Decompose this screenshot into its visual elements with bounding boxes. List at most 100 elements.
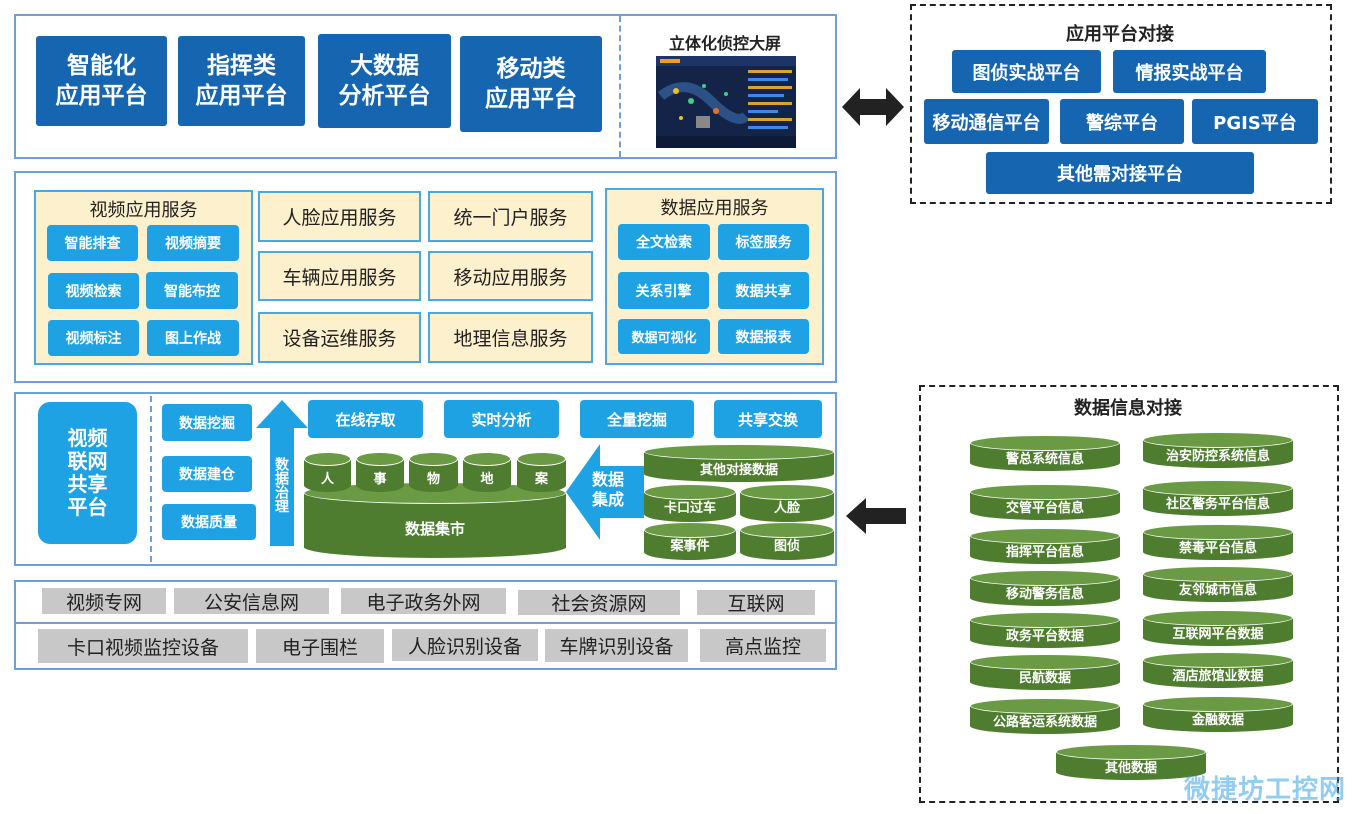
device-e-fence: 电子围栏 (256, 629, 384, 663)
data-item-fulltext[interactable]: 全文检索 (618, 224, 710, 260)
platform-bigdata[interactable]: 大数据 分析平台 (318, 34, 451, 128)
data-mart-label: 数据集市 (404, 520, 465, 538)
network-egov: 电子政务外网 (341, 588, 506, 614)
platform-mobile[interactable]: 移动类 应用平台 (460, 36, 602, 132)
info-left-label: 警总系统信息 (1005, 452, 1084, 467)
dock-item-police-integrated[interactable]: 警综平台 (1060, 99, 1184, 144)
op-realtime-analysis[interactable]: 实时分析 (444, 400, 559, 438)
info-right-label: 友邻城市信息 (1178, 583, 1257, 598)
op-full-mining[interactable]: 全量挖掘 (580, 400, 694, 438)
network-police: 公安信息网 (174, 588, 329, 614)
device-checkpoint-camera: 卡口视频监控设备 (38, 629, 248, 663)
mart-case: 案 (517, 452, 566, 494)
integration-arrow-icon (566, 444, 644, 540)
video-network-platform[interactable]: 视频 联网 共享 平台 (38, 402, 137, 544)
dashboard-image (656, 56, 796, 148)
dock-item-image-investigation[interactable]: 图侦实战平台 (952, 50, 1101, 93)
info-left-label: 移动警务信息 (1005, 587, 1084, 602)
data-service-title: 数据应用服务 (660, 198, 769, 219)
dock-item-pgis[interactable]: PGIS平台 (1192, 99, 1318, 144)
other-data-cylinder: 其他对接数据 (644, 444, 834, 484)
screen-title: 立体化侦控大屏 (668, 34, 781, 53)
platform-command[interactable]: 指挥类 应用平台 (178, 36, 305, 126)
infrastructure-divider (16, 622, 835, 624)
screen-thumbnail (656, 56, 796, 148)
info-right-item: 互联网平台数据 (1143, 610, 1293, 648)
governance-arrow-icon (256, 400, 308, 546)
service-mobile[interactable]: 移动应用服务 (428, 251, 593, 301)
source-case-event: 案事件 (644, 522, 736, 562)
service-geo[interactable]: 地理信息服务 (428, 312, 593, 363)
device-face-recognition: 人脸识别设备 (392, 629, 538, 661)
info-right-label: 金融数据 (1191, 713, 1244, 728)
video-service-title: 视频应用服务 (89, 200, 198, 221)
integration-label: 数据 集成 (591, 470, 624, 509)
network-video: 视频专网 (42, 588, 166, 614)
info-left-item: 政务平台数据 (970, 612, 1120, 650)
data-item-tag[interactable]: 标签服务 (718, 224, 809, 260)
info-right-label: 治安防控系统信息 (1165, 449, 1270, 464)
info-dock-title: 数据信息对接 (1074, 398, 1182, 419)
service-portal[interactable]: 统一门户服务 (428, 191, 593, 242)
top-divider (619, 16, 621, 157)
device-plate-recognition: 车牌识别设备 (545, 629, 688, 662)
op-online-access[interactable]: 在线存取 (308, 400, 423, 438)
service-face[interactable]: 人脸应用服务 (258, 191, 421, 242)
info-left-item: 交管平台信息 (970, 484, 1120, 522)
dock-item-intelligence[interactable]: 情报实战平台 (1113, 50, 1266, 93)
video-item-smart-search[interactable]: 智能排查 (47, 225, 138, 261)
mart-object: 物 (409, 452, 458, 494)
info-other-data: 其他数据 (1056, 744, 1206, 782)
info-right-label: 禁毒平台信息 (1178, 541, 1257, 556)
info-right-item: 治安防控系统信息 (1143, 432, 1293, 470)
video-item-annotation[interactable]: 视频标注 (48, 320, 139, 356)
mart-place: 地 (463, 452, 511, 494)
info-left-label: 指挥平台信息 (1005, 545, 1084, 560)
data-item-report[interactable]: 数据报表 (718, 319, 809, 354)
info-left-item: 公路客运系统数据 (970, 698, 1120, 736)
info-dock-frame (919, 385, 1339, 803)
governance-label: 数据治理 (273, 457, 289, 513)
info-left-item: 指挥平台信息 (970, 528, 1120, 566)
info-right-item: 酒店旅馆业数据 (1143, 652, 1293, 690)
op-share-exchange[interactable]: 共享交换 (714, 400, 822, 438)
info-right-item: 社区警务平台信息 (1143, 480, 1293, 518)
info-left-label: 民航数据 (1018, 671, 1071, 686)
app-dock-title: 应用平台对接 (1066, 24, 1174, 45)
video-item-map-ops[interactable]: 图上作战 (147, 320, 239, 356)
tool-data-quality[interactable]: 数据质量 (162, 504, 256, 540)
info-right-label: 酒店旅馆业数据 (1172, 669, 1264, 684)
data-item-share[interactable]: 数据共享 (718, 272, 809, 309)
info-left-item: 警总系统信息 (970, 435, 1120, 473)
dock-item-mobile-comm[interactable]: 移动通信平台 (924, 99, 1049, 144)
platform-intelligent[interactable]: 智能化 应用平台 (36, 36, 167, 126)
source-image-investigation: 图侦 (740, 522, 834, 562)
video-item-retrieval[interactable]: 视频检索 (48, 273, 139, 309)
device-high-point: 高点监控 (700, 629, 826, 662)
service-device-ops[interactable]: 设备运维服务 (258, 312, 421, 363)
info-left-item: 民航数据 (970, 654, 1120, 692)
service-vehicle[interactable]: 车辆应用服务 (258, 251, 421, 301)
data-item-relation[interactable]: 关系引擎 (618, 272, 709, 309)
tool-data-warehouse[interactable]: 数据建仓 (162, 456, 252, 492)
video-item-smart-control[interactable]: 智能布控 (146, 272, 238, 309)
data-item-visualize[interactable]: 数据可视化 (618, 319, 710, 354)
app-dock-frame (910, 4, 1332, 204)
mart-event: 事 (356, 452, 404, 494)
data-layer-divider (150, 396, 152, 562)
info-right-item: 友邻城市信息 (1143, 566, 1293, 604)
video-item-summary[interactable]: 视频摘要 (147, 225, 239, 261)
info-left-label: 公路客运系统数据 (992, 715, 1097, 730)
dock-item-other[interactable]: 其他需对接平台 (986, 152, 1254, 194)
tool-data-mining[interactable]: 数据挖掘 (162, 404, 252, 441)
source-checkpoint: 卡口过车 (644, 484, 736, 524)
info-left-label: 政务平台数据 (1005, 629, 1084, 644)
source-face: 人脸 (740, 484, 834, 524)
left-arrow-icon (846, 498, 906, 534)
mart-person: 人 (304, 452, 351, 494)
watermark-text: 微捷坊工控网 (1183, 775, 1346, 805)
info-left-label: 交管平台信息 (1005, 501, 1084, 516)
info-right-label: 社区警务平台信息 (1165, 497, 1270, 512)
info-right-label: 互联网平台数据 (1172, 627, 1264, 642)
info-right-item: 禁毒平台信息 (1143, 524, 1293, 562)
